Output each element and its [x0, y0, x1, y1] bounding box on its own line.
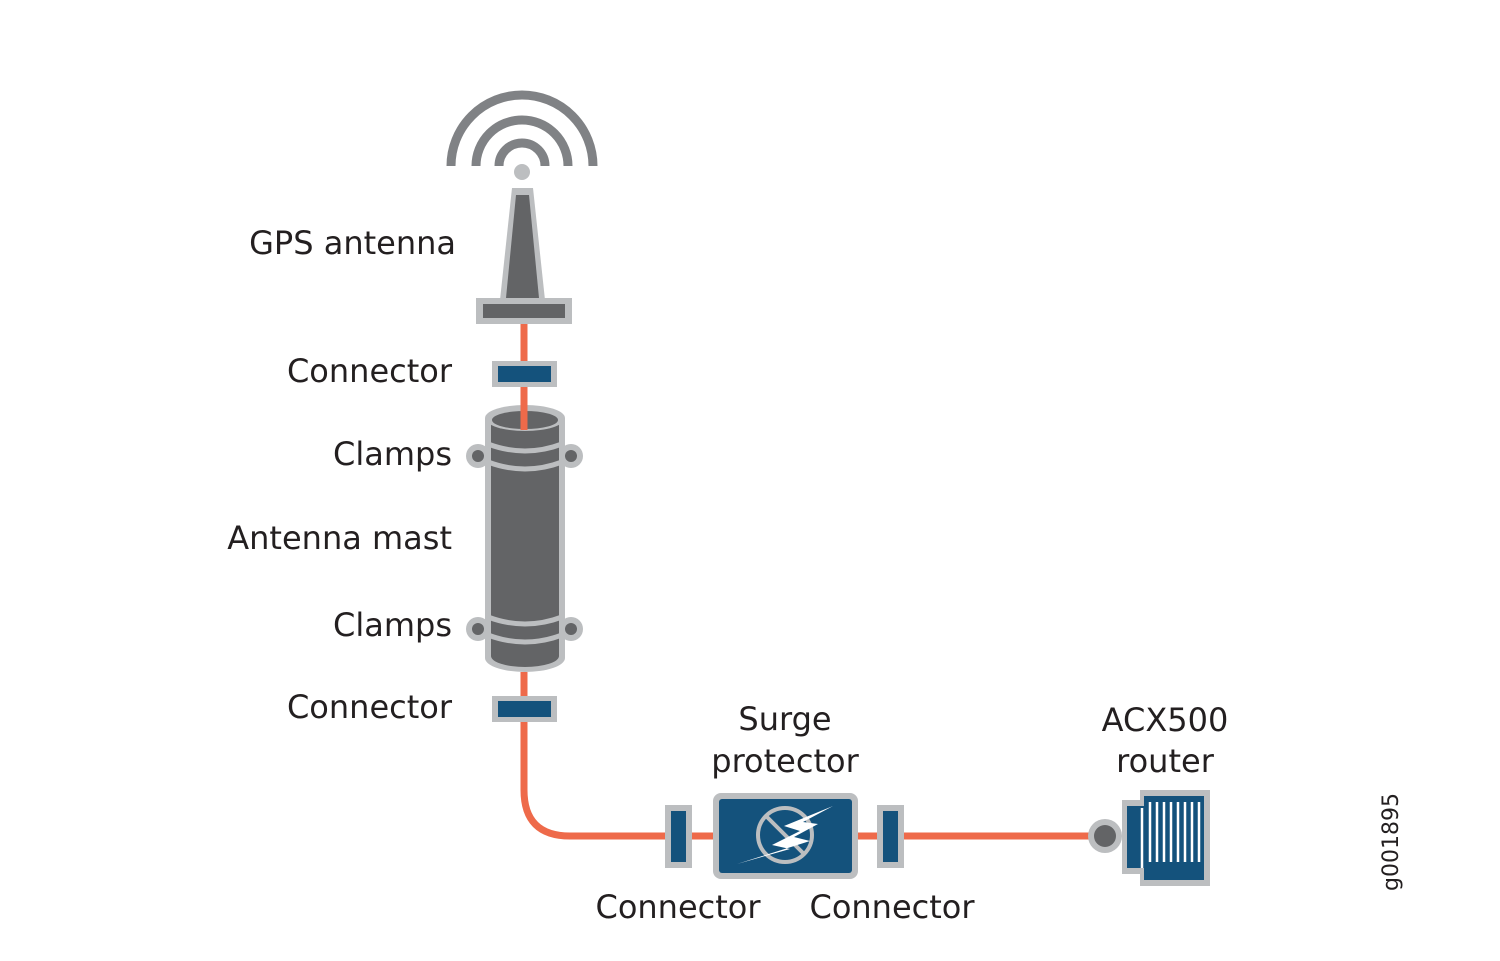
label-connector-left: Connector: [595, 888, 761, 926]
antenna-mast-icon: [485, 404, 565, 672]
label-antenna-mast: Antenna mast: [227, 519, 452, 557]
label-clamps-bottom: Clamps: [333, 606, 452, 644]
antenna-tip: [514, 164, 530, 180]
connector-left-icon: [665, 805, 692, 868]
clamps-bottom-icon: [466, 614, 583, 645]
label-clamps-top: Clamps: [333, 435, 452, 473]
label-connector-mid: Connector: [287, 688, 453, 726]
figure-id: g001895: [1379, 793, 1404, 891]
acx500-router-icon: [1088, 790, 1210, 886]
label-surge-line2: protector: [711, 742, 859, 780]
surge-protector-icon: [713, 793, 858, 879]
label-connector-right: Connector: [809, 888, 975, 926]
label-surge-line1: Surge: [738, 700, 831, 738]
label-router-line1: ACX500: [1102, 701, 1229, 739]
clamps-top-icon: [466, 441, 583, 472]
label-connector-top: Connector: [287, 352, 453, 390]
label-gps-antenna: GPS antenna: [249, 224, 456, 262]
connector-mid-icon: [492, 696, 557, 722]
gps-antenna-icon: [476, 188, 572, 324]
connector-right-icon: [877, 805, 904, 868]
cable-mast-to-router: [520, 672, 1100, 840]
signal-waves-icon: [446, 90, 598, 167]
label-router-line2: router: [1116, 742, 1215, 780]
connector-top-icon: [492, 361, 557, 387]
